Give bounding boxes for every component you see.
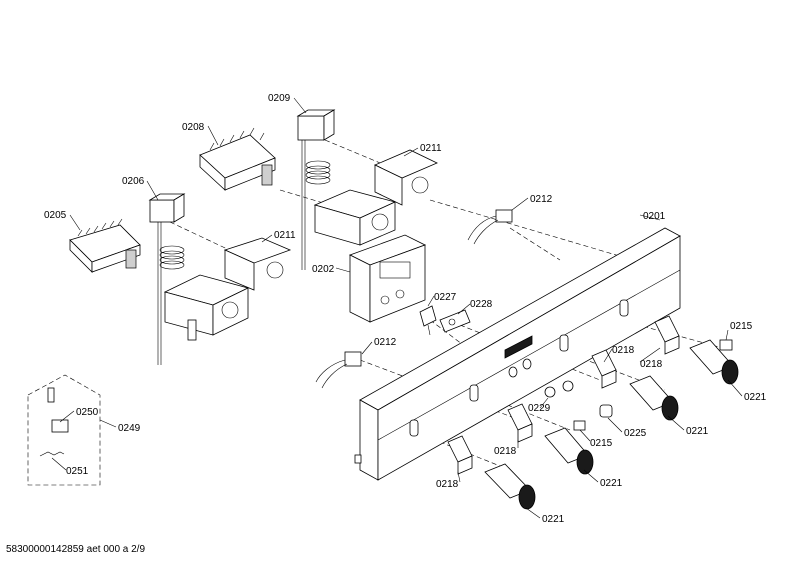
- label-0215-upper: 0215: [730, 321, 753, 332]
- knob-holder-0218-b: [507, 403, 533, 443]
- part-0229: [544, 380, 574, 398]
- part-0227: [419, 305, 437, 336]
- selector-switch-0208: [199, 127, 276, 191]
- kit-0249-outline: [27, 374, 101, 486]
- label-0218-d: 0218: [640, 359, 663, 370]
- label-0251: 0251: [66, 466, 89, 477]
- knob-holder-0218-d: [654, 315, 680, 355]
- label-0221-c: 0221: [686, 426, 709, 437]
- lamp-0225: [599, 404, 613, 418]
- thermostat-0209: [296, 109, 336, 270]
- label-0225: 0225: [624, 428, 647, 439]
- label-0227: 0227: [434, 292, 457, 303]
- label-0221-d: 0221: [744, 392, 767, 403]
- control-module-0202: [348, 234, 427, 323]
- bracket-0211-upper: [313, 149, 438, 246]
- label-0215-lower: 0215: [590, 438, 613, 449]
- knob-0221-d: [689, 339, 739, 385]
- knob-holder-0218-c: [591, 349, 617, 389]
- indicator-0215-lower: [573, 420, 586, 431]
- connector-0212-upper: [467, 209, 513, 245]
- label-0212-lower: 0212: [374, 337, 397, 348]
- label-0211-upper: 0211: [420, 143, 442, 154]
- bracket-0211-lower: [163, 237, 292, 341]
- indicator-0215-upper: [719, 339, 733, 351]
- selector-switch-0205: [69, 218, 141, 273]
- label-0218-b: 0218: [494, 446, 517, 457]
- knob-holder-0218-a: [447, 435, 473, 475]
- label-0206: 0206: [122, 176, 145, 187]
- label-0202: 0202: [312, 264, 335, 275]
- knob-0221-b: [544, 427, 594, 475]
- part-0228: [439, 309, 471, 333]
- label-0228: 0228: [470, 299, 493, 310]
- label-0218-a: 0218: [436, 479, 459, 490]
- label-0209: 0209: [268, 93, 291, 104]
- part-labels: 0201 0202 0205 0206 0208 0209 0211 0211 …: [44, 93, 767, 525]
- label-0218-c: 0218: [612, 345, 635, 356]
- leader-lines: [51, 97, 743, 519]
- thermostat-0206: [148, 193, 186, 365]
- connector-0212-lower: [315, 351, 362, 389]
- label-0221-a: 0221: [542, 514, 565, 525]
- label-0201: 0201: [643, 211, 666, 222]
- label-0208: 0208: [182, 122, 205, 133]
- label-0249: 0249: [118, 423, 141, 434]
- knob-0221-c: [629, 375, 679, 421]
- label-0212-upper: 0212: [530, 194, 553, 205]
- label-0221-b: 0221: [600, 478, 623, 489]
- document-code: 58300000142859 aet 000 a 2/9: [6, 544, 145, 555]
- label-0229: 0229: [528, 403, 551, 414]
- knob-0221-a: [484, 463, 536, 510]
- label-0250: 0250: [76, 407, 99, 418]
- label-0211-lower: 0211: [274, 230, 296, 241]
- control-panel-0201: [354, 227, 681, 481]
- label-0205: 0205: [44, 210, 67, 221]
